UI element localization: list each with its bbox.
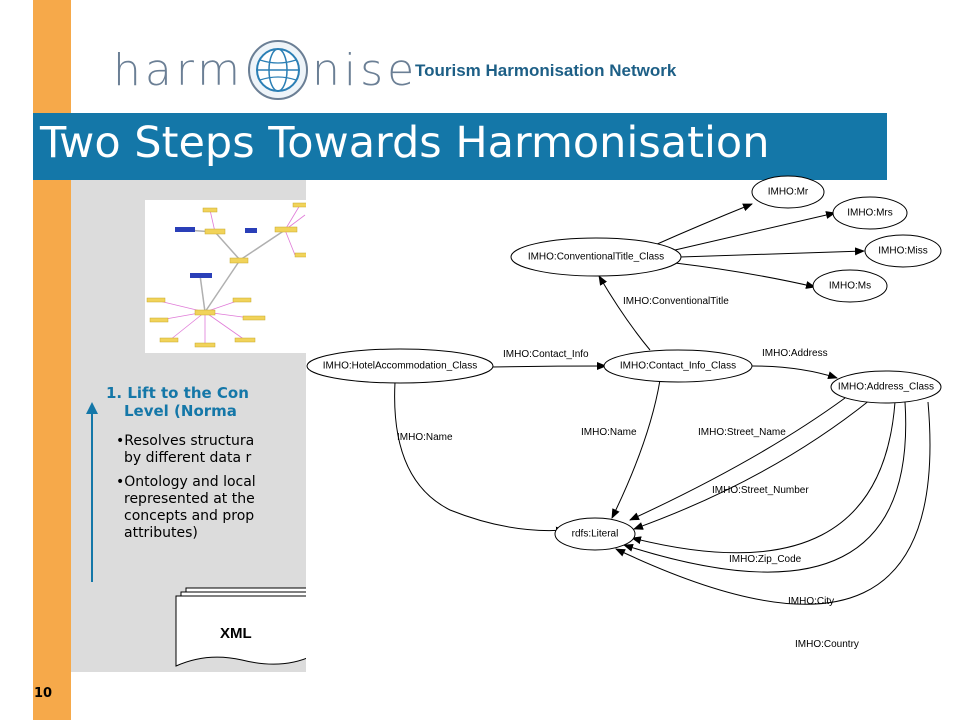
globe-icon [248, 40, 309, 100]
edge-label-city: IMHO:City [788, 596, 834, 607]
node-miss-ellipse [864, 234, 942, 268]
logo-text-left: harm [113, 44, 245, 96]
node-hotel-accommodation-class-ellipse [306, 348, 494, 384]
node-mr-ellipse [751, 175, 825, 209]
page-number: 10 [34, 686, 53, 701]
edge-conventional-title-to-mrs [674, 211, 836, 251]
node-address-class-label: IMHO:Address_Class [838, 382, 934, 393]
edge-label-address: IMHO:Address [762, 348, 828, 359]
edge-hotel-to-contact [491, 362, 607, 371]
node-ms-ellipse [812, 269, 888, 303]
thumbnail-graph-image [145, 200, 310, 353]
xml-document-icon: XML [175, 587, 312, 667]
node-conventional-title-class-label: IMHO:ConventionalTitle_Class [528, 252, 664, 263]
node-conventional-title-class-ellipse [510, 237, 682, 277]
bullet-1-line2: by different data r [124, 450, 252, 466]
bullet-2-line1: •Ontology and local [116, 474, 256, 490]
node-mrs-label: IMHO:Mrs [847, 208, 893, 219]
slide-title: Two Steps Towards Harmonisation [40, 118, 770, 168]
edge-label-contact-info: IMHO:Contact_Info [503, 349, 589, 360]
node-literal-label: rdfs:Literal [572, 529, 619, 540]
node-contact-info-class-ellipse [603, 349, 753, 383]
bullet-1-line1: •Resolves structura [116, 433, 255, 449]
logo-text-right: nise [312, 44, 419, 96]
edge-address-to-literal-street-number [633, 399, 871, 530]
node-ms-label: IMHO:Ms [829, 281, 871, 292]
edge-label-name-contact: IMHO:Name [581, 427, 637, 438]
edge-label-zip-code: IMHO:Zip_Code [729, 554, 802, 565]
edge-label-conventional-title: IMHO:ConventionalTitle [623, 296, 729, 307]
node-hotel-accommodation-class-label: IMHO:HotelAccommodation_Class [323, 361, 478, 372]
harmonise-logo: harm nise [113, 30, 418, 110]
edge-address-to-literal-country [615, 401, 931, 605]
edge-contact-to-literal [611, 379, 661, 519]
up-arrow-icon [86, 402, 98, 582]
node-mrs-ellipse [832, 196, 908, 230]
node-miss-label: IMHO:Miss [878, 246, 927, 257]
step-heading-line2: Level (Norma [124, 402, 237, 420]
bullet-2-line3: concepts and prop [124, 508, 255, 524]
node-literal-ellipse [554, 517, 636, 551]
step-heading: 1. Lift to the Con Level (Norma [106, 384, 249, 420]
edge-address-to-literal-city [623, 401, 907, 573]
edge-conventional-title-to-miss [679, 247, 865, 258]
step-heading-line1: 1. Lift to the Con [106, 384, 249, 402]
edge-conventional-title-to-ms [674, 262, 816, 289]
edge-contact-to-conventional-title [598, 275, 651, 351]
node-mr-label: IMHO:Mr [768, 187, 809, 198]
edge-label-name-hotel: IMHO:Name [397, 432, 453, 443]
node-contact-info-class-label: IMHO:Contact_Info_Class [620, 361, 736, 372]
ontology-diagram: IMHO:Mr IMHO:Mrs IMHO:Miss IMHO:Ms IMHO:… [306, 175, 954, 672]
edge-conventional-title-to-mr [654, 203, 753, 246]
edge-hotel-to-literal [394, 381, 566, 535]
edge-contact-to-address [751, 365, 838, 380]
edge-label-street-number: IMHO:Street_Number [712, 485, 809, 496]
bullet-2-line2: represented at the [124, 491, 255, 507]
tagline: Tourism Harmonisation Network [415, 61, 677, 80]
node-address-class-ellipse [830, 370, 942, 404]
edge-label-country: IMHO:Country [795, 639, 859, 650]
edge-address-to-literal-zip [631, 401, 896, 554]
xml-label: XML [220, 625, 252, 642]
edge-label-street-name: IMHO:Street_Name [698, 427, 786, 438]
title-bar [33, 113, 887, 180]
bullet-2-line4: attributes) [124, 525, 198, 541]
edge-address-to-literal-street-name [629, 397, 846, 521]
